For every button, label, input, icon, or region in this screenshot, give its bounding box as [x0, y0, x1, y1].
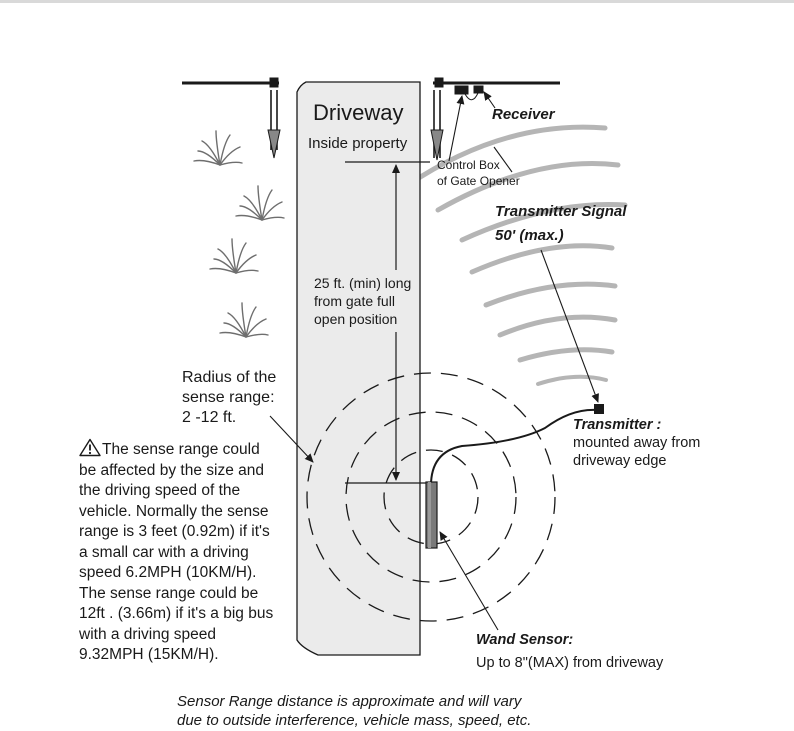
warning-line: speed 6.2MPH (10KM/H).: [79, 564, 257, 581]
control-box-line-1: Control Box: [437, 158, 500, 172]
pointer-lines: [269, 91, 599, 631]
sensor-equipment: [425, 404, 604, 549]
wand-sensor-title: Wand Sensor:: [476, 632, 574, 648]
driveway-title: Driveway: [313, 100, 404, 125]
sense-range-circles: [306, 372, 556, 622]
warning-line: a small car with a driving: [79, 543, 249, 561]
wand-sensor-line-1: Up to 8"(MAX) from driveway: [476, 655, 664, 671]
footnote: Sensor Range distance is approximate and…: [177, 692, 531, 730]
grass-tufts: [193, 130, 285, 338]
warning-line: range is 3 feet (0.92m) if it's: [79, 523, 270, 540]
radius-note-line-1: Radius of the: [182, 369, 277, 386]
transmitter-signal-label: Transmitter Signal 50' (max.): [495, 200, 626, 248]
radius-note-line-3: 2 -12 ft.: [182, 409, 237, 426]
transmitter-label: Transmitter : mounted away from driveway…: [573, 416, 700, 470]
gates: [182, 77, 560, 161]
radius-note: Radius of the sense range: 2 -12 ft.: [182, 368, 276, 428]
radius-note-line-2: sense range:: [182, 389, 275, 406]
warning-text: The sense range could: [102, 441, 260, 458]
warning-note: The sense range could be affected by the…: [79, 438, 273, 666]
transmitter-signal-line-1: Transmitter Signal: [495, 203, 627, 220]
wand-sensor-label: Wand Sensor: Up to 8"(MAX) from driveway: [476, 629, 663, 675]
transmitter-line-1: mounted away from: [573, 435, 701, 451]
distance-note-line-3: open position: [314, 311, 398, 327]
transmitter-title: Transmitter :: [573, 417, 662, 433]
transmitter-signal-arcs: [405, 124, 628, 386]
distance-note-line-1: 25 ft. (min) long: [314, 275, 412, 291]
distance-note: 25 ft. (min) long from gate full open po…: [314, 274, 411, 328]
control-box-line-2: of Gate Opener: [437, 174, 520, 188]
warning-line: be affected by the size and: [79, 461, 264, 479]
driveway-subtitle: Inside property: [308, 135, 408, 152]
receiver-label: Receiver: [492, 106, 555, 123]
footnote-line-1: Sensor Range distance is approximate and…: [177, 693, 522, 710]
warning-line: vehicle. Normally the sense: [79, 502, 269, 520]
transmitter-line-2: driveway edge: [573, 453, 667, 469]
control-box-label: Control Box of Gate Opener: [437, 157, 520, 189]
distance-measure: [345, 161, 430, 484]
warning-line: the driving speed of the: [79, 482, 241, 499]
driveway-area: [296, 81, 421, 656]
top-border: [0, 0, 794, 3]
warning-line: The sense range could be: [79, 584, 259, 602]
transmitter-signal-line-2: 50' (max.): [495, 227, 564, 244]
warning-triangle-icon: [79, 438, 101, 457]
warning-line: with a driving speed: [79, 625, 216, 643]
warning-line: 9.32MPH (15KM/H).: [79, 646, 219, 663]
warning-line: 12ft . (3.66m) if it's a big bus: [79, 605, 274, 622]
distance-note-line-2: from gate full: [314, 293, 395, 309]
footnote-line-2: due to outside interference, vehicle mas…: [177, 712, 532, 729]
warning-line: The sense range could: [79, 438, 273, 461]
